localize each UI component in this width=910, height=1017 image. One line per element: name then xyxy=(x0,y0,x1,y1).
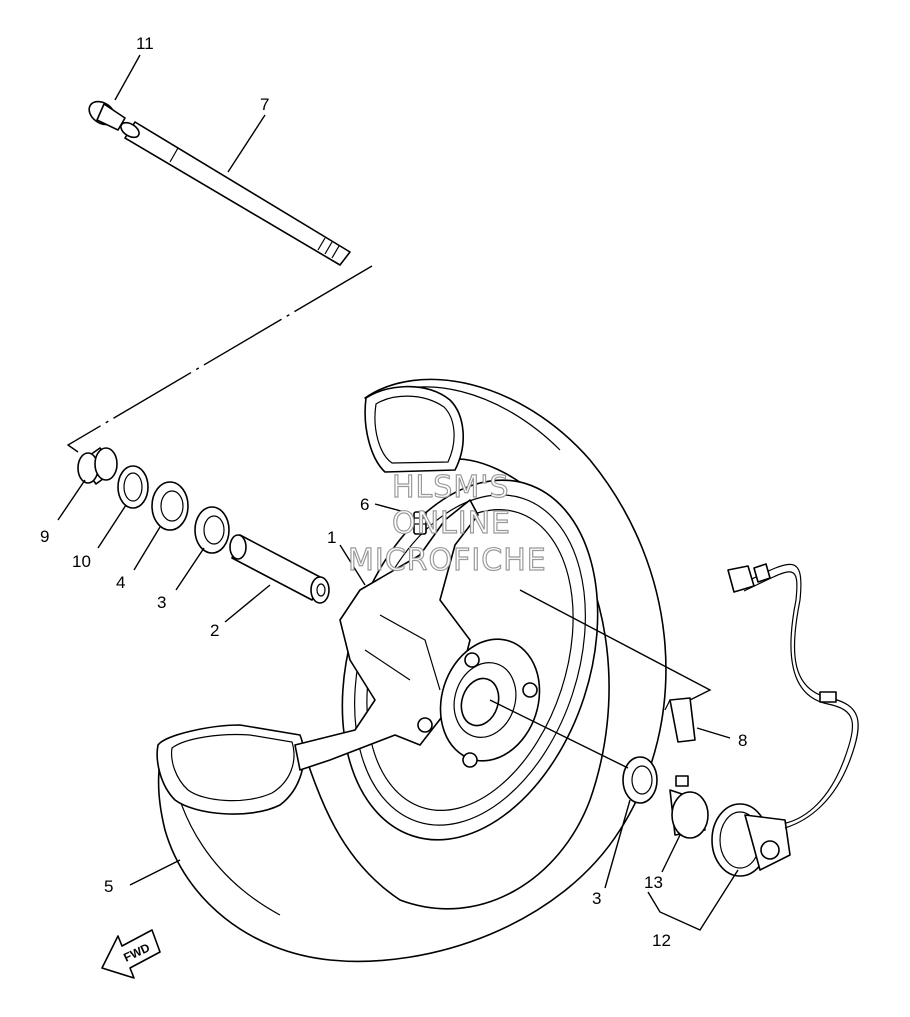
callout-12: 12 xyxy=(652,931,671,950)
retainer xyxy=(669,775,709,839)
callout-7: 8 xyxy=(738,731,747,750)
axle xyxy=(120,121,351,266)
bearing-3-lower xyxy=(622,756,658,804)
callout-8: 7 xyxy=(260,95,269,114)
callout-4: 4 xyxy=(116,573,125,592)
bearing-3-upper xyxy=(194,506,230,554)
oil-seal xyxy=(117,465,149,509)
callout-11: 11 xyxy=(136,34,154,53)
callout-3-lower: 3 xyxy=(592,889,601,908)
fwd-arrow: FWD xyxy=(101,929,161,979)
callout-2: 2 xyxy=(210,621,219,640)
watermark-line-1: HLSM'S xyxy=(392,470,510,505)
axle-assembly-line xyxy=(66,265,373,453)
tire-upper-section xyxy=(364,385,465,473)
valve-stem xyxy=(413,511,427,535)
callout-labels: 11 7 9 10 4 3 2 1 6 5 8 3 13 12 xyxy=(40,34,747,950)
hub-assembly-line xyxy=(489,699,629,769)
collar-11 xyxy=(88,100,126,131)
bearing-4 xyxy=(151,481,189,531)
collar-9 xyxy=(77,447,118,485)
clip xyxy=(664,697,696,743)
watermark: HLSM'S ONLINE MICROFICHE xyxy=(347,469,547,578)
callout-13: 13 xyxy=(644,873,663,892)
callout-3-upper: 3 xyxy=(157,593,166,612)
callout-1: 1 xyxy=(327,528,336,547)
spacer xyxy=(229,534,330,604)
watermark-line-3: MICROFICHE xyxy=(348,543,547,578)
callout-9: 9 xyxy=(40,527,49,546)
callout-6: 6 xyxy=(360,495,369,514)
meter-gear-unit xyxy=(711,803,791,877)
wheel-spokes xyxy=(294,499,479,771)
leader-lines xyxy=(57,54,739,931)
callout-5: 5 xyxy=(104,877,113,896)
watermark-line-2: ONLINE xyxy=(392,506,511,541)
clip-assembly-line xyxy=(519,589,712,701)
tire-lower-section xyxy=(156,724,305,815)
callout-10: 10 xyxy=(72,552,91,571)
meter-cable xyxy=(727,563,859,829)
